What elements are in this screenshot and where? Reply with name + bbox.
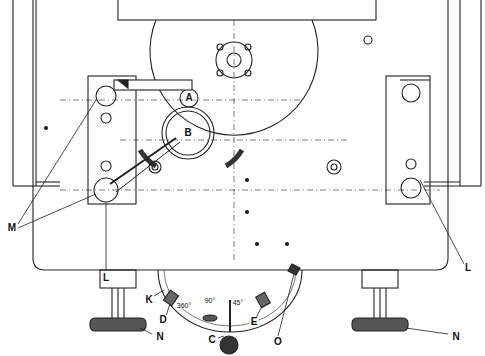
- callout-letter: 45°: [232, 299, 245, 306]
- callout-letter: K: [144, 295, 153, 305]
- callout-letter: E: [250, 317, 259, 327]
- callout-letter: B: [183, 128, 192, 138]
- callout-letter: 90°: [204, 297, 217, 304]
- callout-letter: O: [273, 337, 283, 347]
- callout-letter: A: [184, 93, 193, 103]
- callout-letter: N: [155, 332, 164, 342]
- callout-letter: L: [464, 263, 472, 273]
- callout-letter: D: [158, 315, 167, 325]
- callout-letter: 360°: [176, 302, 192, 309]
- callout-letter: C: [207, 335, 216, 345]
- callout-letter: M: [7, 223, 17, 233]
- callout-letter: N: [451, 332, 460, 342]
- callout-letter: L: [102, 273, 110, 283]
